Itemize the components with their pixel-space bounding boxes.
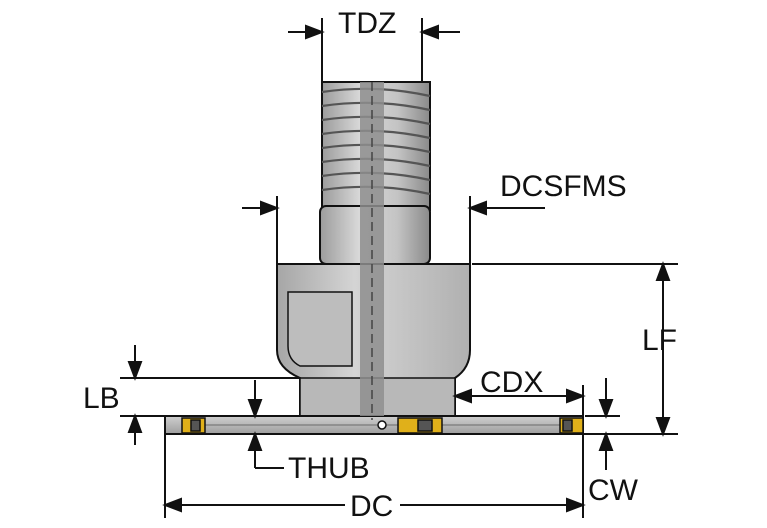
arrow-icon	[452, 388, 472, 404]
label-dcsfms: DCSFMS	[500, 170, 627, 203]
insert-center-seat	[417, 419, 433, 432]
disc-details	[205, 420, 560, 430]
label-cdx: CDX	[480, 366, 543, 399]
arrow-icon	[162, 497, 182, 513]
arrow-icon	[566, 497, 586, 513]
label-cw: CW	[588, 474, 639, 507]
arrow-icon	[467, 200, 487, 216]
label-thub: THUB	[288, 452, 370, 485]
insert-left-seat	[190, 419, 201, 432]
disc-screw	[377, 420, 387, 430]
arrow-icon	[655, 261, 671, 281]
label-dc: DC	[350, 490, 393, 523]
label-lb: LB	[83, 382, 120, 415]
dimension-labels: TDZ DCSFMS LF LB CDX THUB CW DC	[83, 7, 677, 523]
arrow-icon	[247, 399, 263, 419]
arrow-icon	[127, 361, 143, 381]
arrow-icon	[566, 388, 586, 404]
label-lf: LF	[642, 324, 677, 357]
dimension-lines	[120, 18, 678, 518]
wrench-flat	[287, 291, 353, 367]
arrow-icon	[127, 413, 143, 433]
arrow-icon	[305, 24, 325, 40]
arrow-icon	[260, 200, 280, 216]
arrow-icon	[655, 417, 671, 437]
arrow-icon	[419, 24, 439, 40]
arrow-icon	[598, 399, 614, 419]
arrow-icon	[247, 431, 263, 451]
arrow-icon	[598, 431, 614, 451]
coolant-channel	[360, 82, 384, 416]
insert-right-seat	[562, 419, 573, 432]
label-tdz: TDZ	[338, 7, 396, 40]
